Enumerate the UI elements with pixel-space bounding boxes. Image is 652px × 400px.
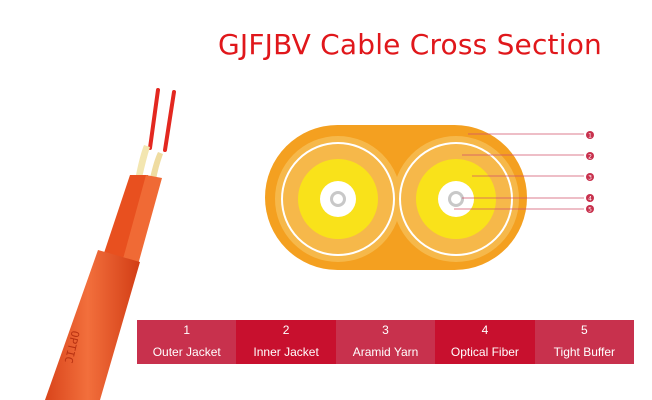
inner-jacket-strand xyxy=(100,175,148,270)
callout-1: 1 xyxy=(586,131,594,140)
inner-jacket-strand xyxy=(120,175,162,272)
legend-label: Inner Jacket xyxy=(253,345,319,359)
callout-2: 2 xyxy=(586,152,594,161)
outer-jacket-body xyxy=(45,250,140,400)
legend-number: 4 xyxy=(481,323,489,337)
legend-table: 1 Outer Jacket 2 Inner Jacket 3 Aramid Y… xyxy=(137,320,635,364)
callout-label: 5 xyxy=(588,207,592,214)
legend-number: 3 xyxy=(382,323,389,337)
legend-label: Outer Jacket xyxy=(152,345,221,359)
aramid-yarn xyxy=(150,152,163,180)
fiber-strand xyxy=(163,90,176,152)
callout-label: 4 xyxy=(588,196,592,203)
legend-cell-inner-jacket: 2 Inner Jacket xyxy=(236,320,336,364)
callout-label: 2 xyxy=(588,154,592,161)
page-title: GJFJBV Cable Cross Section xyxy=(218,28,602,61)
callout-4: 4 xyxy=(586,194,594,203)
legend-cell-tight-buffer: 5 Tight Buffer xyxy=(534,320,635,364)
callout-label: 3 xyxy=(588,175,592,182)
callout-3: 3 xyxy=(586,173,594,182)
fiber-strand xyxy=(148,88,160,150)
legend-label: Optical Fiber xyxy=(450,345,519,359)
legend-cell-aramid-yarn: 3 Aramid Yarn xyxy=(335,320,436,364)
legend-label: Tight Buffer xyxy=(553,345,616,359)
legend-cell-optical-fiber: 4 Optical Fiber xyxy=(435,320,535,364)
legend-cell-outer-jacket: 1 Outer Jacket xyxy=(137,320,237,364)
callout-label: 1 xyxy=(588,133,592,140)
cable-photo: OPTIC xyxy=(45,88,176,400)
legend-number: 1 xyxy=(183,323,191,337)
legend-label: Aramid Yarn xyxy=(352,345,419,359)
legend-number: 5 xyxy=(580,323,588,337)
callout-5: 5 xyxy=(586,205,594,214)
legend-number: 2 xyxy=(282,323,290,337)
aramid-yarn xyxy=(136,145,150,178)
